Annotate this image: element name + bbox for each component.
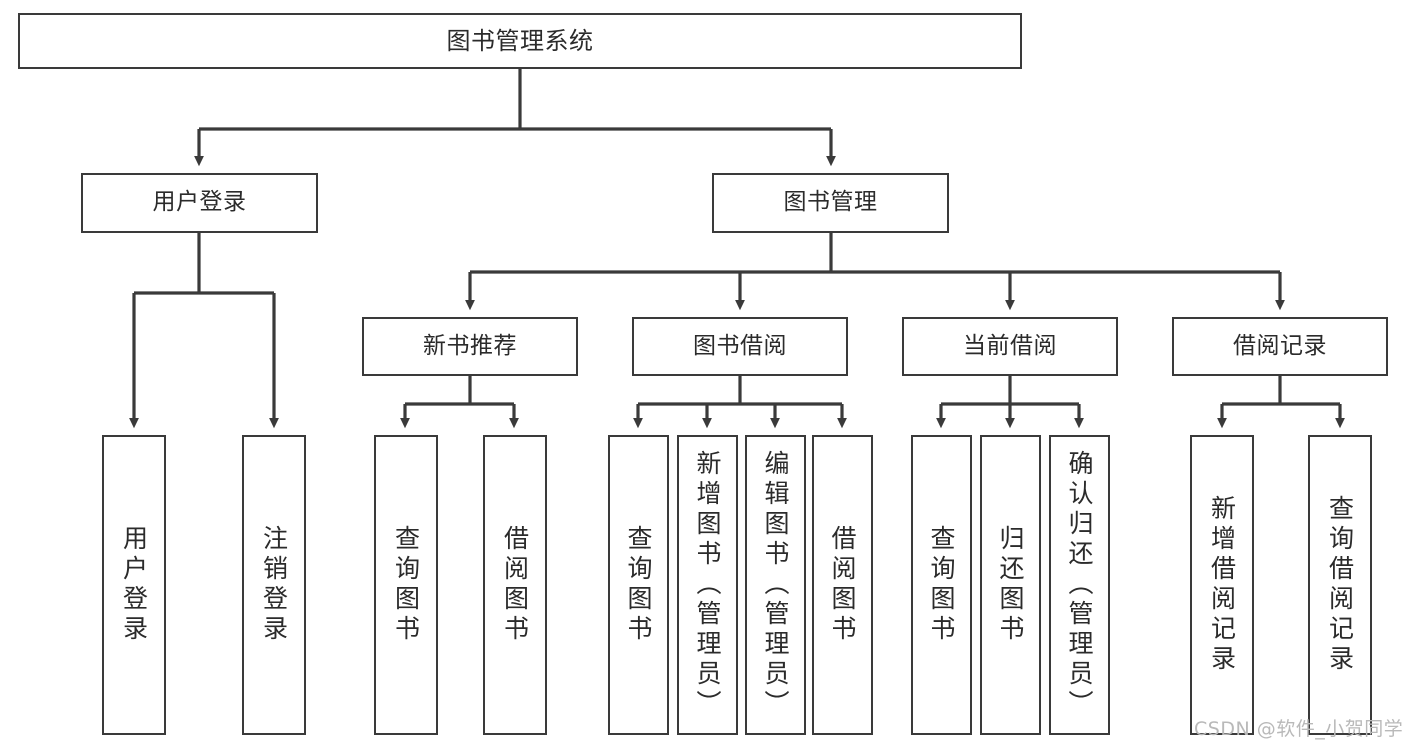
node-user-login[interactable]: 用户登录 [81,173,318,233]
node-label: 新书推荐 [423,332,517,359]
leaf-current-return-book[interactable]: 归还图书 [980,435,1041,735]
leaf-user-login-signin[interactable]: 用户登录 [102,435,166,735]
leaf-borrow-add-book-admin[interactable]: 新增图书（管理员） [677,435,738,735]
node-root-system[interactable]: 图书管理系统 [18,13,1022,69]
node-label: 查询借阅记录 [1325,495,1355,675]
node-borrow-records[interactable]: 借阅记录 [1172,317,1388,376]
node-book-borrow[interactable]: 图书借阅 [632,317,848,376]
csdn-watermark: CSDN @软件_小贺同学 [1194,718,1404,740]
leaf-current-query-book[interactable]: 查询图书 [911,435,972,735]
node-label: 查询图书 [927,525,956,645]
leaf-new-book-query[interactable]: 查询图书 [374,435,438,735]
leaf-records-query-record[interactable]: 查询借阅记录 [1308,435,1372,735]
node-label: 注销登录 [259,525,289,645]
leaf-current-confirm-return-admin[interactable]: 确认归还（管理员） [1049,435,1110,735]
node-label: 用户登录 [119,525,149,645]
node-new-book-recommend[interactable]: 新书推荐 [362,317,578,376]
node-current-borrow[interactable]: 当前借阅 [902,317,1118,376]
node-label: 编辑图书（管理员） [761,450,790,720]
node-label: 查询图书 [624,525,653,645]
node-label: 新增图书（管理员） [693,450,722,720]
node-label: 借阅记录 [1233,332,1327,359]
node-book-management[interactable]: 图书管理 [712,173,949,233]
leaf-borrow-borrow-book[interactable]: 借阅图书 [812,435,873,735]
node-label: 查询图书 [391,525,421,645]
node-label: 借阅图书 [500,525,530,645]
node-label: 用户登录 [152,189,247,216]
leaf-new-book-borrow[interactable]: 借阅图书 [483,435,547,735]
node-label: 归还图书 [996,525,1025,645]
node-label: 借阅图书 [828,525,857,645]
leaf-records-add-record[interactable]: 新增借阅记录 [1190,435,1254,735]
leaf-borrow-query-book[interactable]: 查询图书 [608,435,669,735]
leaf-user-login-signout[interactable]: 注销登录 [242,435,306,735]
node-label: 图书借阅 [693,332,787,359]
node-label: 当前借阅 [963,332,1057,359]
node-label: 图书管理 [783,189,878,216]
node-label: 确认归还（管理员） [1065,450,1094,720]
leaf-borrow-edit-book-admin[interactable]: 编辑图书（管理员） [745,435,806,735]
node-label: 图书管理系统 [446,26,594,55]
node-label: 新增借阅记录 [1207,495,1237,675]
